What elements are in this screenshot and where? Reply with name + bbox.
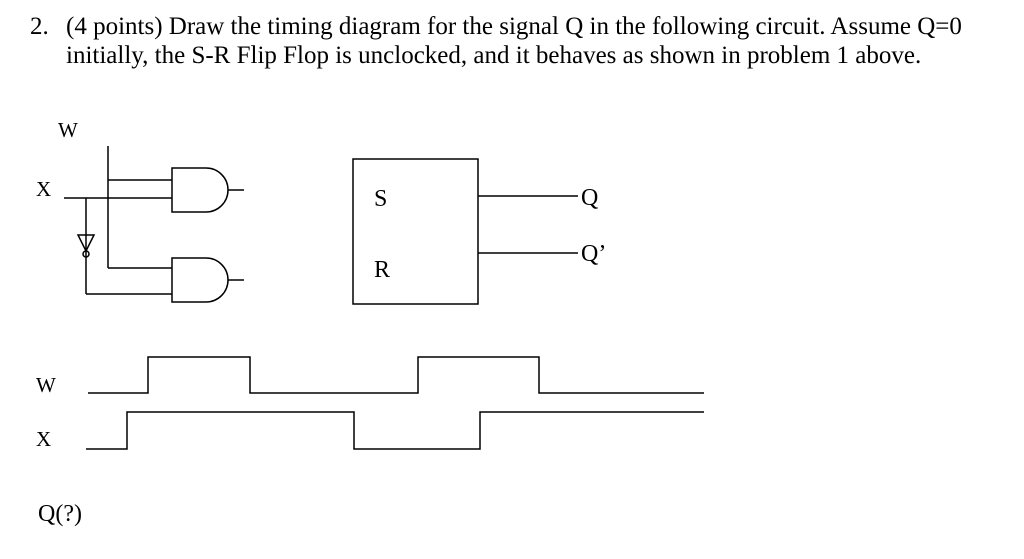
w-input-wire xyxy=(107,146,172,269)
and-gate-bottom xyxy=(171,257,229,303)
timing-q-label: Q(?) xyxy=(38,501,82,527)
sr-flip-flop xyxy=(352,158,479,305)
output-qbar-label: Q’ xyxy=(581,241,606,267)
ff-s-label: S xyxy=(374,186,387,212)
inverter-symbol xyxy=(76,234,96,258)
x-input-wire xyxy=(64,197,172,295)
problem-number: 2. xyxy=(30,13,49,40)
w-waveform xyxy=(88,356,704,394)
timing-x-label: X xyxy=(36,427,51,451)
timing-w-label: W xyxy=(36,373,56,397)
input-x-label: X xyxy=(36,177,51,201)
x-waveform xyxy=(86,411,704,450)
ff-r-label: R xyxy=(374,257,390,283)
input-w-label: W xyxy=(58,118,78,142)
and-gate-top xyxy=(171,167,229,213)
problem-text: (4 points) Draw the timing diagram for t… xyxy=(66,13,962,69)
output-q-label: Q xyxy=(581,185,598,211)
